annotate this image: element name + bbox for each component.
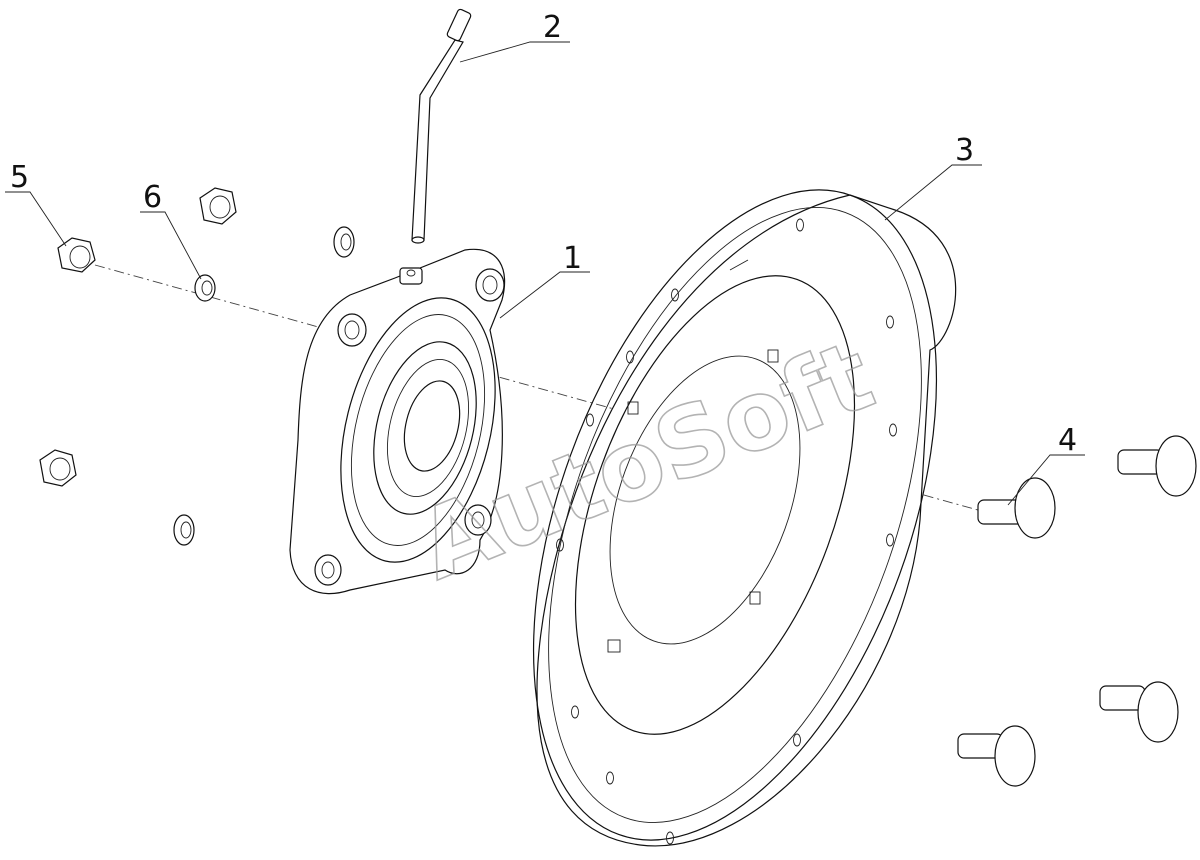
part-6-washer-top <box>333 226 355 258</box>
leader-lines <box>5 41 1085 506</box>
part-4-bolt-upper-right <box>1117 435 1197 497</box>
part-4-bolt-lower-right <box>1099 681 1179 743</box>
callout-number-3: 3 <box>955 133 974 168</box>
callout-number-2: 2 <box>543 10 562 45</box>
part-4-bolt-center <box>977 477 1056 539</box>
callout-number-1: 1 <box>563 241 582 276</box>
part-1-bearing-housing <box>289 248 506 595</box>
part-5-nut-lower-left <box>39 449 77 487</box>
leader-line-4 <box>1007 454 1085 506</box>
plate-bolt-holes <box>556 218 897 845</box>
part-6-washer-upper <box>194 274 216 302</box>
part-4-bolt-lower-center <box>957 725 1036 787</box>
leader-line-2 <box>459 41 570 63</box>
leader-line-6 <box>140 211 202 280</box>
leader-line-5 <box>5 191 67 247</box>
part-6-washer-lower <box>173 514 195 546</box>
callout-number-4: 4 <box>1058 423 1077 458</box>
plate-square-slots <box>607 349 779 653</box>
part-2-grease-tube <box>411 8 472 244</box>
leader-line-1 <box>499 271 590 319</box>
callout-number-6: 6 <box>143 180 162 215</box>
part-5-nut-top <box>199 187 237 225</box>
part-5-nut-upper-left <box>57 237 96 273</box>
part-3-backing-plate <box>532 189 957 847</box>
leader-line-3 <box>884 164 982 221</box>
callout-number-5: 5 <box>10 160 29 195</box>
